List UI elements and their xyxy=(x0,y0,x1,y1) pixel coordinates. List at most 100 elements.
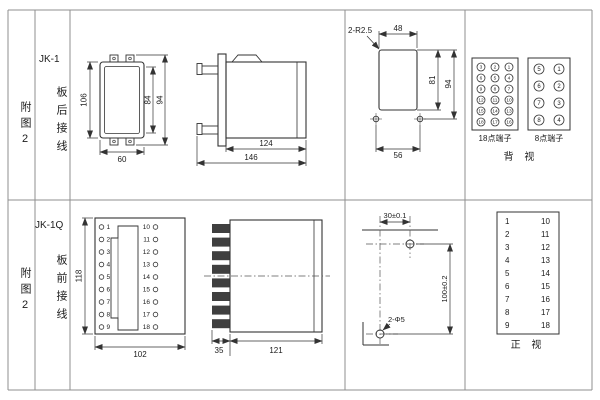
dim-label-60: 60 xyxy=(118,155,127,164)
svg-text:5: 5 xyxy=(505,269,510,278)
svg-text:8: 8 xyxy=(107,312,111,319)
svg-text:6: 6 xyxy=(480,76,483,82)
terminal-block-18-numbers: 3 2 1 6 5 4 9 8 7 12 11 10 15 14 13 18 17 16 xyxy=(478,65,512,126)
svg-text:14: 14 xyxy=(143,274,151,281)
dim-label-118: 118 xyxy=(75,269,84,282)
svg-text:18: 18 xyxy=(143,324,151,331)
svg-text:2: 2 xyxy=(494,65,497,71)
row1-model-label: JK-1 xyxy=(39,54,60,65)
svg-text:18: 18 xyxy=(478,120,484,126)
svg-text:6: 6 xyxy=(537,84,541,90)
svg-text:10: 10 xyxy=(541,217,550,226)
svg-text:14: 14 xyxy=(492,109,498,115)
dim-label-102: 102 xyxy=(133,350,147,359)
svg-text:11: 11 xyxy=(541,230,550,239)
dim-label-146: 146 xyxy=(244,153,258,162)
row1-wiring-label: 板后接线 xyxy=(55,86,67,158)
svg-text:8: 8 xyxy=(505,308,510,317)
svg-text:17: 17 xyxy=(492,120,498,126)
svg-text:18: 18 xyxy=(541,321,550,330)
svg-text:4: 4 xyxy=(508,76,511,82)
row2-plug-side-view xyxy=(204,219,330,333)
svg-text:14: 14 xyxy=(541,269,550,278)
row2-figure-label: 附图2 xyxy=(19,266,31,316)
row2-plug-pin-circles xyxy=(98,224,159,330)
svg-text:12: 12 xyxy=(478,98,484,104)
svg-text:13: 13 xyxy=(506,109,512,115)
row2-model-label: JK-1Q xyxy=(35,220,64,231)
dim-label-94b: 94 xyxy=(444,79,453,88)
svg-text:9: 9 xyxy=(480,87,483,93)
svg-text:8: 8 xyxy=(494,87,497,93)
svg-text:5: 5 xyxy=(494,76,497,82)
svg-text:6: 6 xyxy=(505,282,510,291)
note-label-2-phi5: 2-Φ5 xyxy=(388,315,405,324)
svg-text:4: 4 xyxy=(557,118,561,124)
svg-text:3: 3 xyxy=(557,101,561,107)
svg-text:11: 11 xyxy=(143,237,150,244)
row2-plug-pin-numbers: 1 2 3 4 5 6 7 8 9 10 11 12 13 14 15 16 1… xyxy=(107,224,151,331)
svg-text:6: 6 xyxy=(107,287,111,294)
svg-text:15: 15 xyxy=(478,109,484,115)
dim-label-30: 30±0.1 xyxy=(384,211,407,220)
front-view-label: 正 视 xyxy=(511,338,546,351)
svg-text:1: 1 xyxy=(107,224,111,231)
svg-text:1: 1 xyxy=(508,65,511,71)
terminal-block-18 xyxy=(471,57,519,131)
dim-label-124: 124 xyxy=(259,139,273,148)
svg-text:4: 4 xyxy=(505,256,510,265)
svg-text:13: 13 xyxy=(541,256,550,265)
svg-text:16: 16 xyxy=(541,295,550,304)
svg-text:7: 7 xyxy=(107,299,111,306)
svg-text:16: 16 xyxy=(143,299,151,306)
svg-text:1: 1 xyxy=(557,67,561,73)
svg-text:1: 1 xyxy=(505,217,510,226)
svg-text:11: 11 xyxy=(493,98,498,104)
dim-label-84: 84 xyxy=(144,95,153,104)
svg-text:3: 3 xyxy=(505,243,510,252)
row2-drill-dims xyxy=(379,219,453,335)
svg-text:3: 3 xyxy=(480,65,483,71)
row1-case-side-dims xyxy=(196,136,307,166)
row1-case-side-view xyxy=(196,53,307,147)
row1-cutout-view xyxy=(370,49,426,125)
sheet-frame xyxy=(7,9,593,391)
svg-text:16: 16 xyxy=(506,120,512,126)
dim-label-121: 121 xyxy=(269,346,283,355)
dim-label-94: 94 xyxy=(156,95,165,104)
svg-text:7: 7 xyxy=(537,101,541,107)
dim-label-35: 35 xyxy=(215,346,224,355)
dim-label-100: 100±0.2 xyxy=(440,275,449,302)
svg-text:10: 10 xyxy=(506,98,512,104)
svg-text:12: 12 xyxy=(541,243,550,252)
svg-text:15: 15 xyxy=(143,287,151,294)
svg-text:5: 5 xyxy=(537,67,541,73)
row2-plug-front-dims xyxy=(82,217,186,350)
svg-text:3: 3 xyxy=(107,249,111,256)
row2-drill-view xyxy=(362,216,438,346)
dim-label-106: 106 xyxy=(80,93,89,107)
svg-text:7: 7 xyxy=(508,87,511,93)
rear-view-label: 背 视 xyxy=(504,150,539,163)
row1-cutout-dims xyxy=(366,31,457,152)
row1-case-front-dims xyxy=(87,54,168,155)
terminal-8-label: 8点端子 xyxy=(535,133,563,143)
row1-case-front-view xyxy=(99,54,145,146)
svg-text:4: 4 xyxy=(107,262,111,269)
terminal-block-8 xyxy=(527,57,571,131)
svg-text:10: 10 xyxy=(143,224,151,231)
svg-text:13: 13 xyxy=(143,262,151,269)
svg-text:2: 2 xyxy=(505,230,510,239)
svg-text:9: 9 xyxy=(505,321,510,330)
row1-figure-label: 附图2 xyxy=(19,100,31,150)
svg-text:8: 8 xyxy=(537,118,541,124)
dim-label-56: 56 xyxy=(394,151,403,160)
row2-plug-side-dims xyxy=(211,330,323,356)
svg-text:12: 12 xyxy=(143,249,151,256)
terminal-18-label: 18点端子 xyxy=(479,133,512,143)
dim-label-48: 48 xyxy=(394,24,403,33)
svg-text:17: 17 xyxy=(541,308,550,317)
